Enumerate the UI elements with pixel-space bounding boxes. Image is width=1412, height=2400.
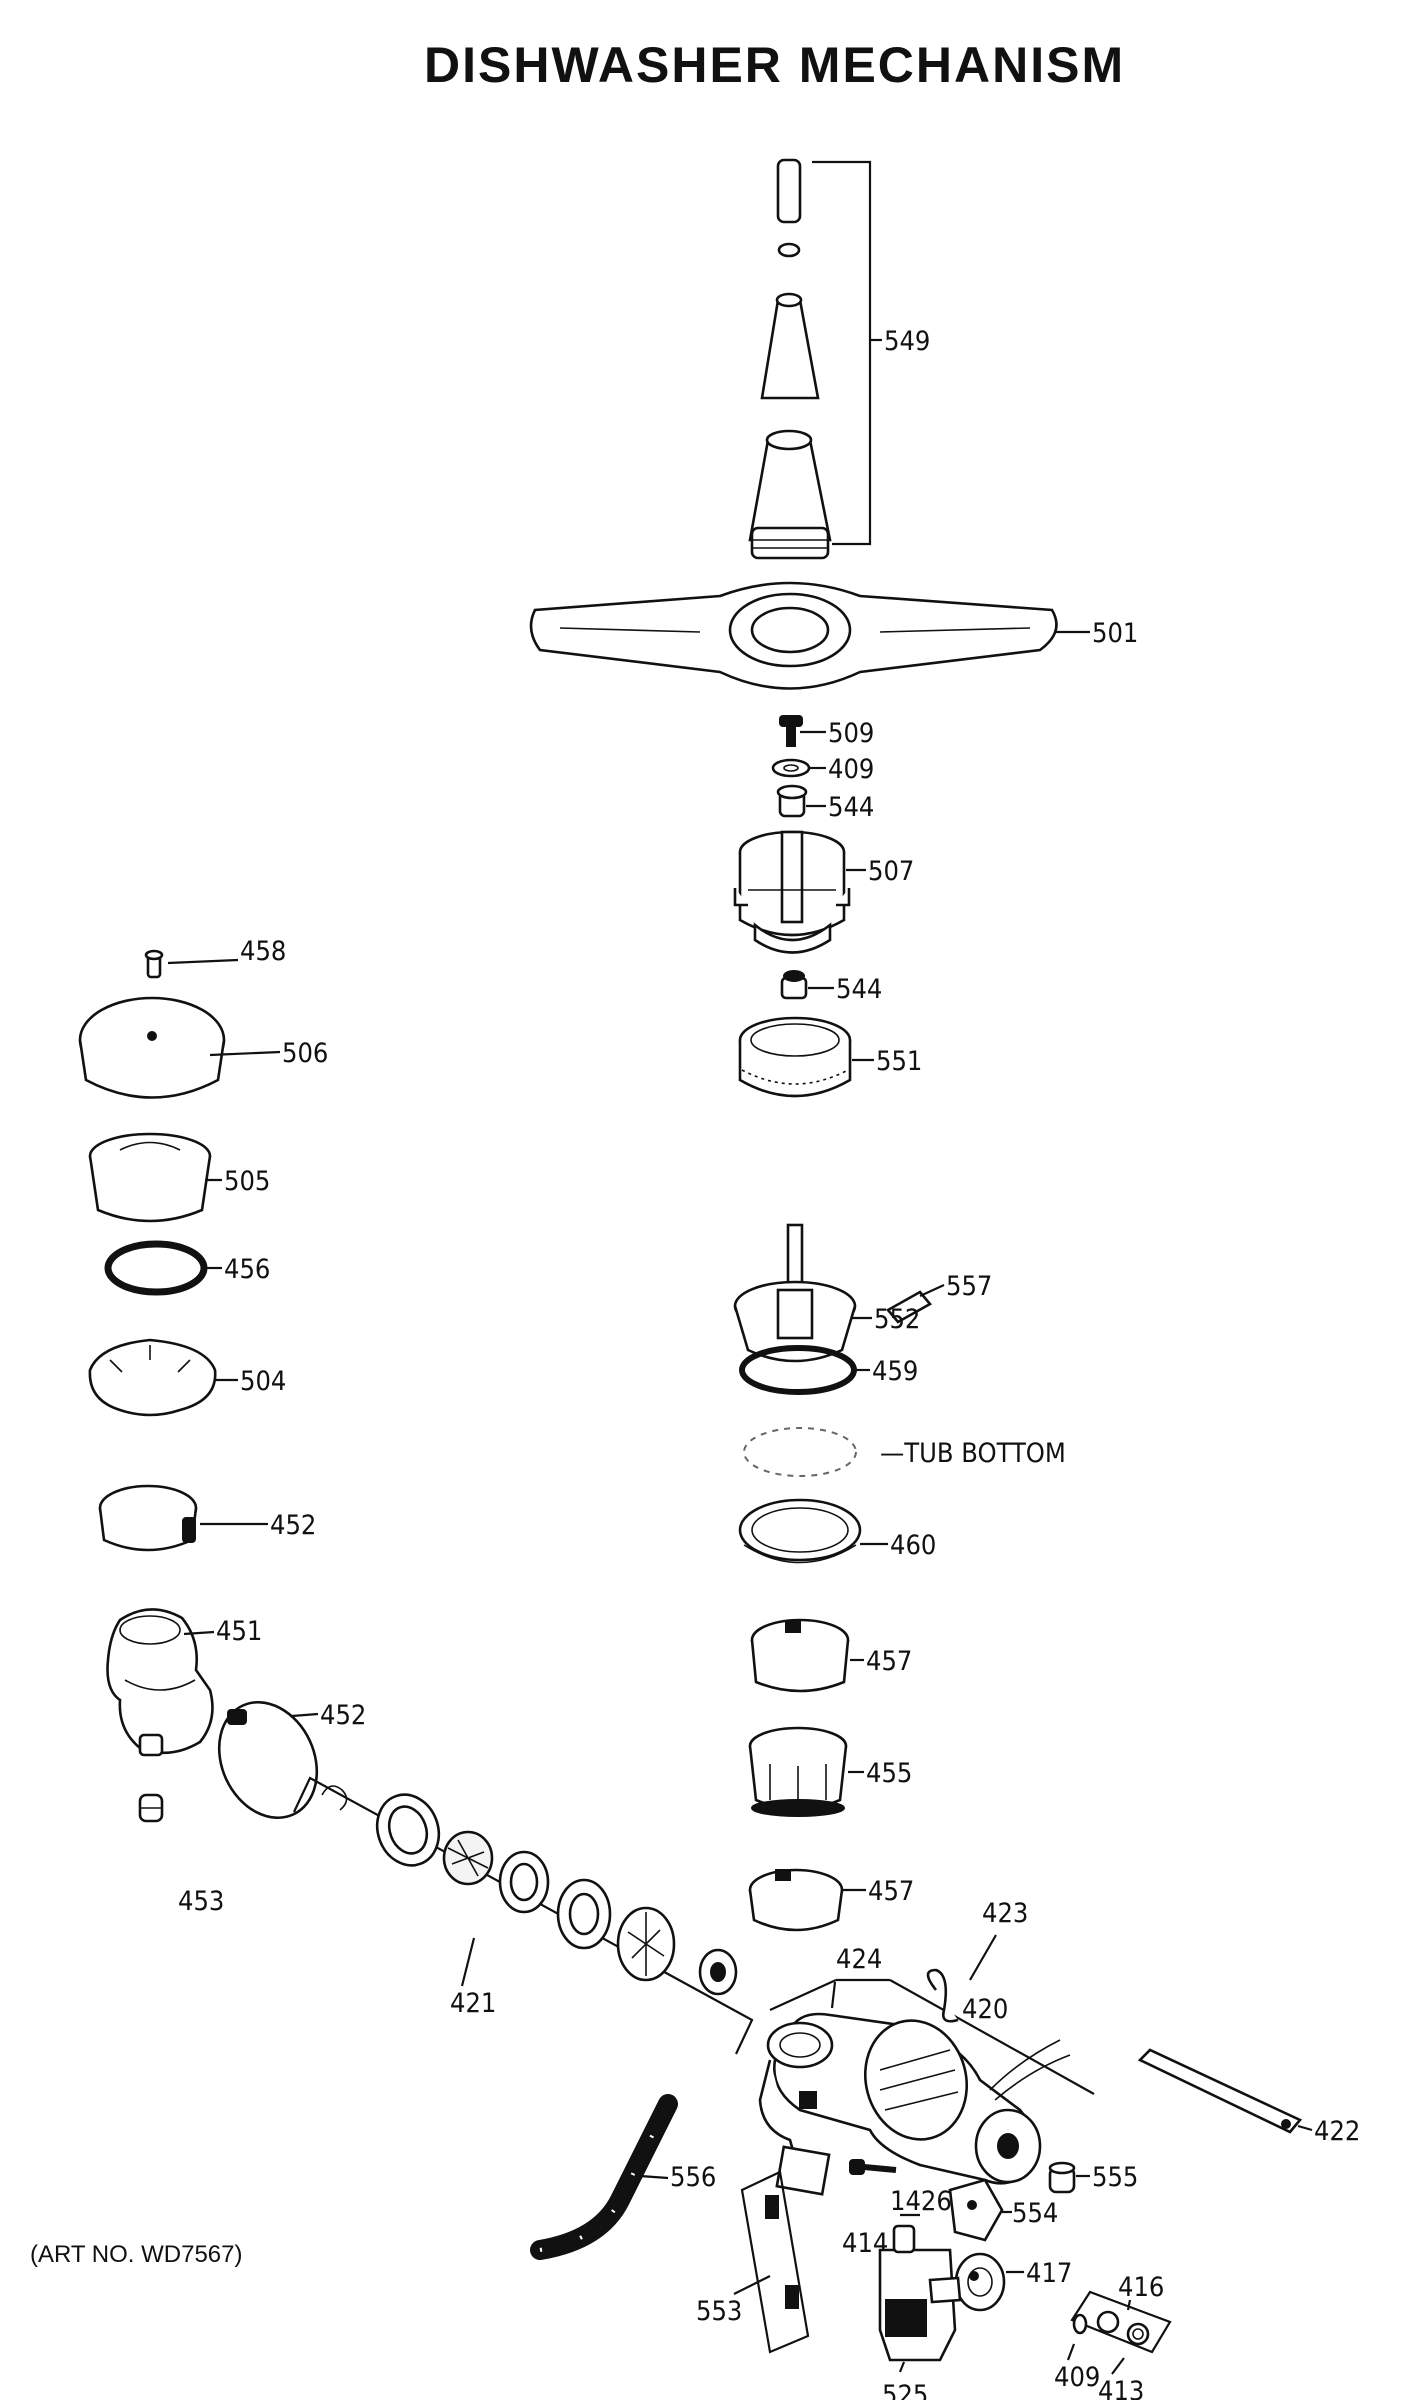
part-414-screw [849,2159,897,2175]
label-555: 555 [1092,2162,1138,2193]
part-420-gasket-loop [926,1968,959,2023]
label-tub-bottom: —TUB BOTTOM [880,1438,1066,1469]
part-554-bracket [948,2178,1004,2242]
part-544-bearing-lower [780,970,808,1000]
label-507: 507 [868,856,914,887]
part-452-hose-clamp-right [217,1700,319,1820]
label-544-lower: 544 [836,974,882,1005]
part-553-clip-set [740,2170,810,2354]
part-501-lower-spray-arm [529,581,1058,690]
part-456-o-ring [104,1240,208,1296]
part-457-clamp-lower [748,1868,844,1932]
part-457-clamp-upper [750,1618,850,1693]
part-409-washer [771,758,811,778]
part-549-spray-tube-assembly [748,158,832,560]
label-1426: 1426 [890,2186,952,2217]
label-504: 504 [240,1366,286,1397]
part-423-pump-motor-assembly [758,2012,1071,2196]
label-424: 424 [836,1944,882,1975]
part-453-grommet [138,1793,164,1823]
part-557-clip [886,1290,932,1324]
part-509-screw [779,715,803,747]
label-417: 417 [1026,2258,1072,2289]
label-458: 458 [240,936,286,967]
label-422: 422 [1314,2116,1360,2147]
label-544-upper: 544 [828,792,874,823]
label-421: 421 [450,1988,496,2019]
part-459-gasket [739,1345,857,1395]
label-460: 460 [890,1530,936,1561]
diagram-title: DISHWASHER MECHANISM [424,37,1125,93]
label-556: 556 [670,2162,716,2193]
label-501: 501 [1092,618,1138,649]
part-551-ring-nut [738,1016,852,1098]
label-457-upper: 457 [866,1646,912,1677]
label-554: 554 [1012,2198,1058,2229]
label-505: 505 [224,1166,270,1197]
part-556-drain-hose [530,2094,678,2260]
label-413: 413 [1098,2376,1144,2400]
label-506: 506 [282,1038,328,1069]
part-555-cap [1048,2161,1076,2194]
part-417-valve-body [954,2252,1006,2312]
label-453: 453 [178,1886,224,1917]
label-409-top: 409 [828,754,874,785]
label-409-bottom: 409 [1054,2362,1100,2393]
part-451-pump-housing [106,1608,214,1757]
label-451: 451 [216,1616,262,1647]
part-421-impeller-kit [293,1776,754,2055]
label-557: 557 [946,1271,992,1302]
part-525-water-valve [878,2224,962,2362]
part-416-washer-plate [1070,2290,1172,2354]
label-509: 509 [828,718,874,749]
label-457-lower: 457 [868,1876,914,1907]
label-525: 525 [882,2380,928,2400]
part-504-filter-plate [88,1338,217,1417]
label-459: 459 [872,1356,918,1387]
part-422-strap [1137,2048,1303,2134]
label-552: 552 [874,1304,920,1335]
art-number: (ART NO. WD7567) [30,2241,243,2268]
label-549: 549 [884,326,930,357]
part-544-bearing-upper [776,784,808,818]
part-452-hose-clamp-left [98,1484,198,1552]
label-455: 455 [866,1758,912,1789]
tub-bottom-outline [743,1427,857,1477]
part-506-cover [78,996,226,1099]
label-456: 456 [224,1254,270,1285]
label-423: 423 [982,1898,1028,1929]
part-507-spray-arm-hub [733,830,851,954]
part-505-filter-housing [88,1132,212,1223]
part-552-drain-cup [733,1223,857,1363]
label-420: 420 [962,1994,1008,2025]
part-458-pin [144,949,164,979]
label-551: 551 [876,1046,922,1077]
label-452-right: 452 [320,1700,366,1731]
label-553: 553 [696,2296,742,2327]
part-460-seal [738,1498,862,1564]
label-416: 416 [1118,2272,1164,2303]
label-452-left: 452 [270,1510,316,1541]
part-455-filter-screen [748,1726,848,1817]
